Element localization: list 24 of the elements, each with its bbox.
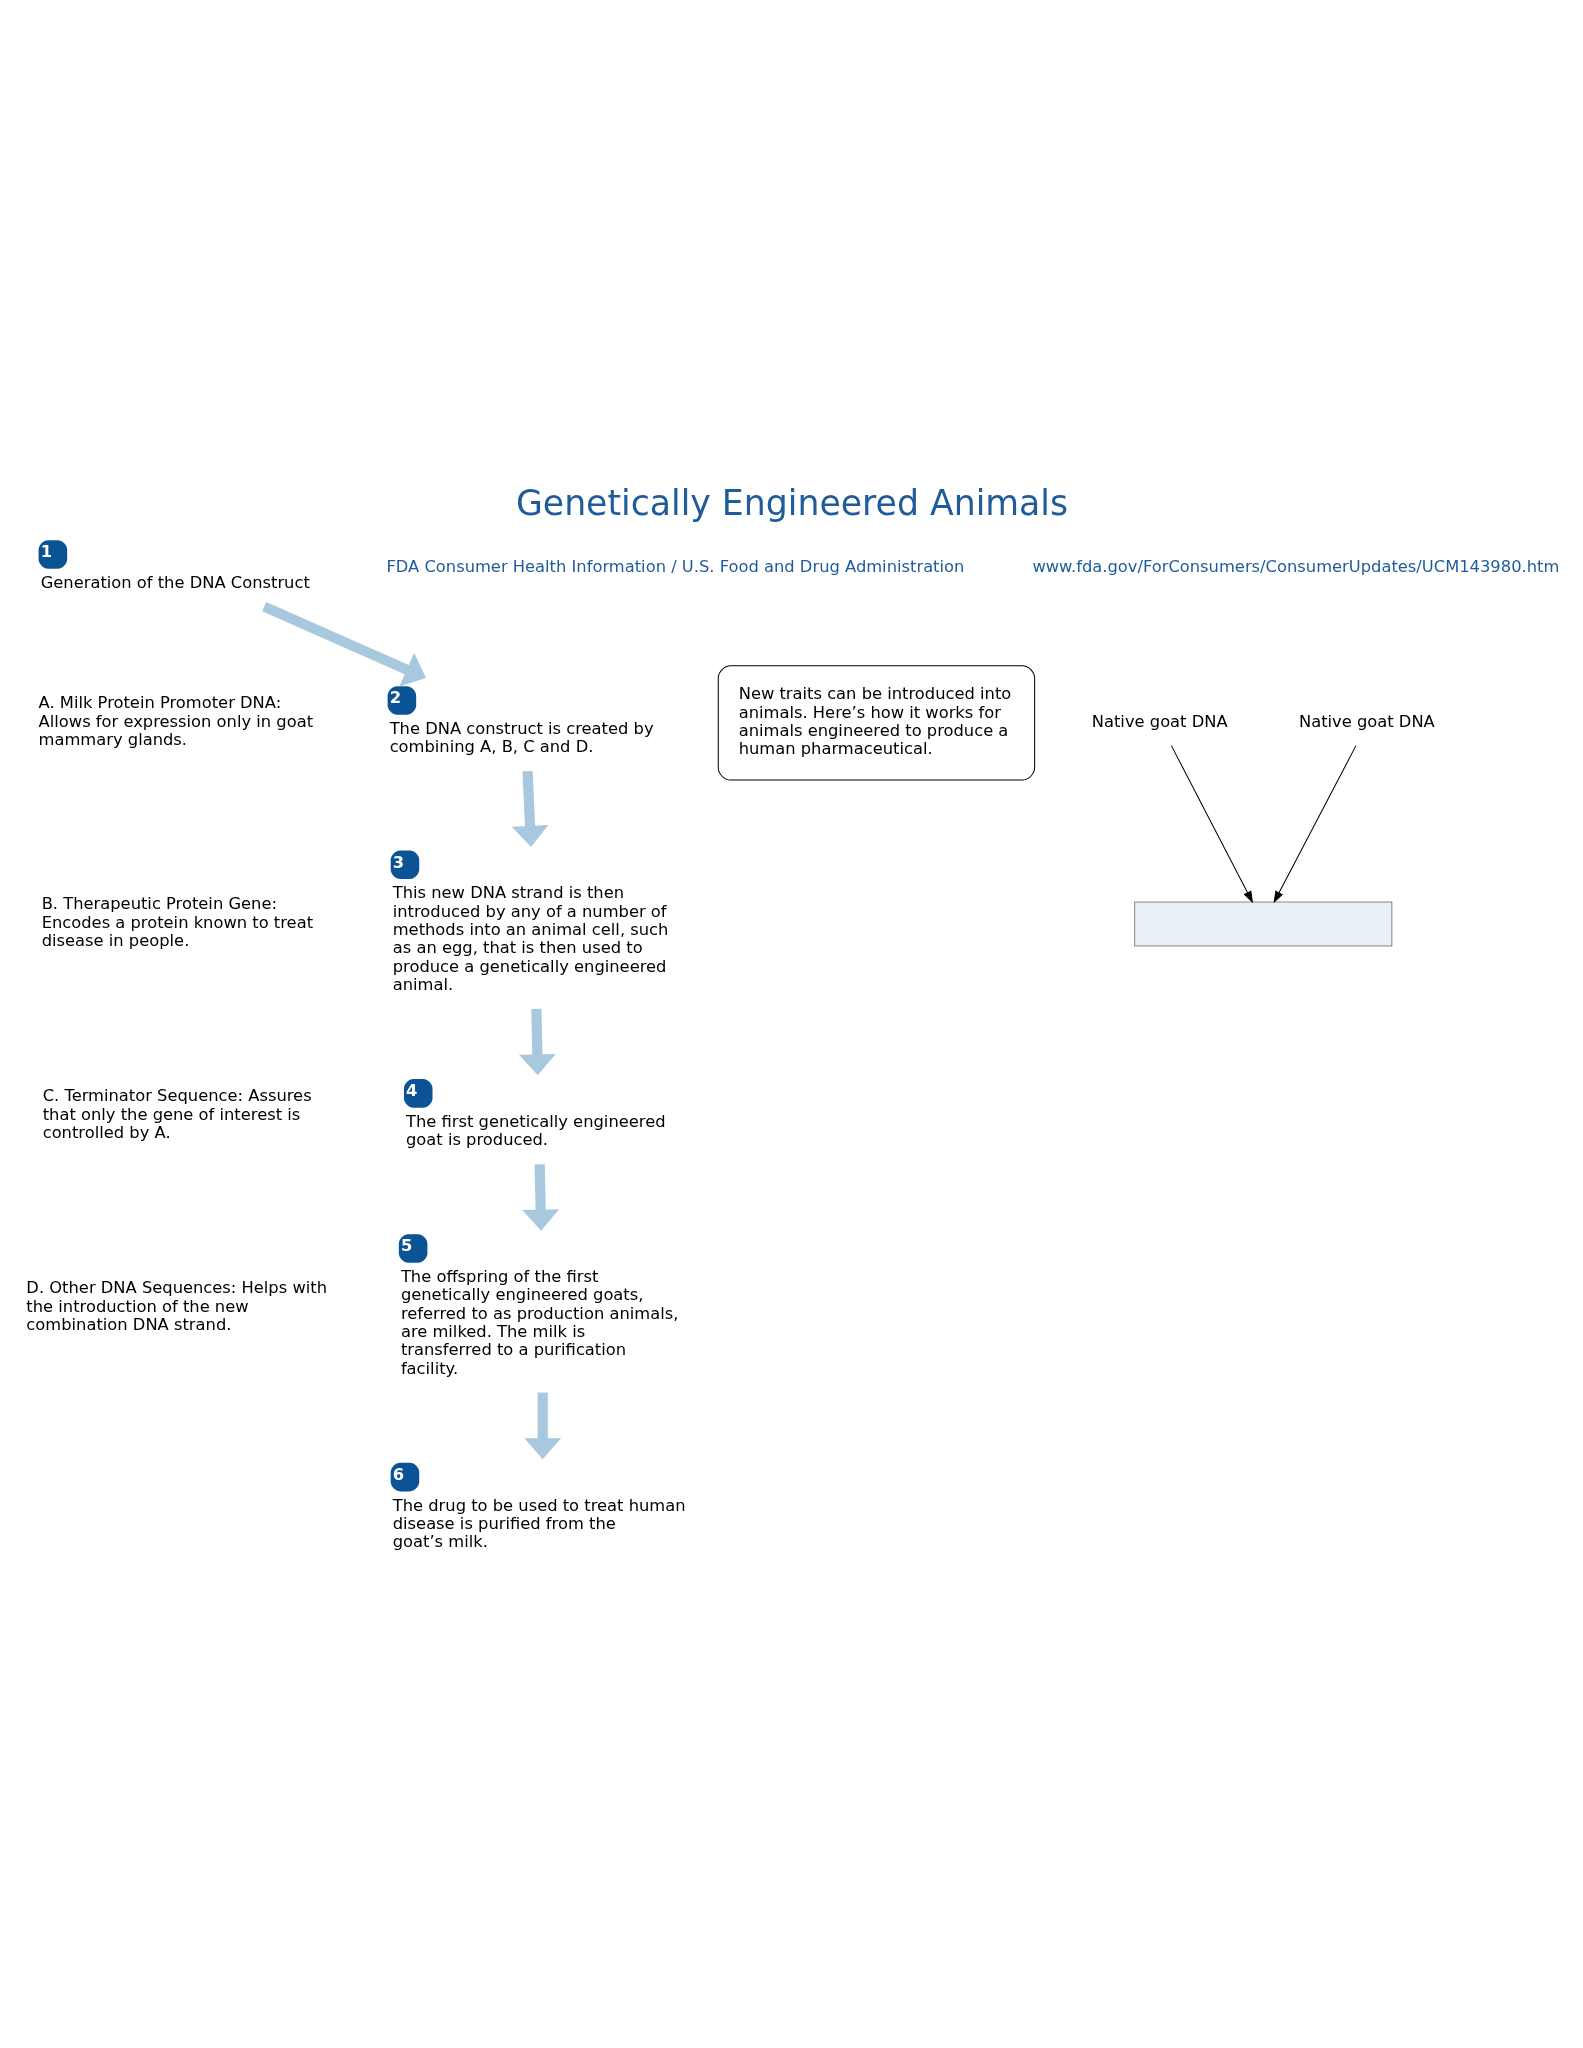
node-text: B. Therapeutic Protein Gene: Encodes a protein known to treat disease in people. (41, 893, 313, 950)
arrow (511, 770, 548, 847)
label: www.fda.gov/ForConsumers/ConsumerUpdates/UCM143980.htm (1031, 556, 1559, 576)
arrow (1273, 744, 1356, 903)
node-label: The first genetically engineered goat is produced. (405, 1111, 666, 1149)
arrow (1170, 744, 1253, 903)
node-text: A. Milk Protein Promoter DNA: Allows for expression only in goat mammary glands. (38, 692, 313, 749)
node-text: D. Other DNA Sequences: Helps with the introduction of the new combination DNA strand. (25, 1277, 327, 1334)
node-label: This new DNA strand is then introduced by any of a number of methods into an animal cell, such as an egg, that is then used to produce a genetically engineered animal. (392, 882, 668, 994)
node-box: New traits can be introduced into animals. Here’s how it works for animals engineered to produce a human pharmaceutical. (717, 664, 1035, 781)
arrow (261, 601, 426, 686)
node-text: C. Terminator Sequence: Assures that only the gene of interest is controlled by A. (42, 1085, 312, 1142)
diagram-title: Genetically Engineered Animals (515, 482, 1068, 523)
node-label: The offspring of the first genetically engineered goats, referred to as production animals, are milked. The milk is transferred to a purification facility. (400, 1266, 678, 1378)
node-text: Native goat DNA (1298, 711, 1435, 731)
arrow (518, 1008, 556, 1075)
node-label: The DNA construct is created by combining A, B, C and D. (389, 718, 654, 756)
node-label: The drug to be used to treat human disease is purified from the goat’s milk. (392, 1495, 686, 1551)
node-box (1133, 901, 1392, 946)
label: FDA Consumer Health Information / U.S. Food and Drug Administration (385, 556, 964, 576)
node-label: Generation of the DNA Construct (40, 572, 310, 592)
arrow (521, 1163, 559, 1231)
arrow (523, 1392, 561, 1459)
node-text: Native goat DNA (1091, 711, 1228, 731)
